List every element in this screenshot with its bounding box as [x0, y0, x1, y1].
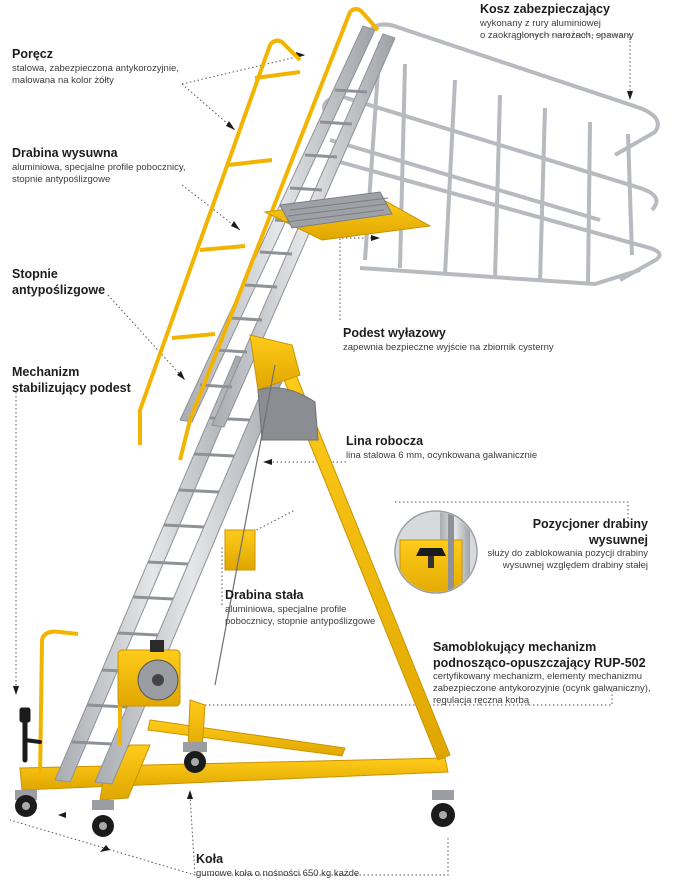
- callout-title: Lina robocza: [346, 434, 424, 448]
- callout-handrail: Poręcz stalowa, zabezpieczona antykorozy…: [12, 47, 212, 86]
- callout-desc-line: zabezpieczone antykorozyjnie (ocynk galw…: [433, 683, 651, 695]
- callout-extension-ladder: Drabina wysuwna aluminiowa, specjalne pr…: [12, 146, 212, 185]
- callout-desc-line: wysuwnej względem drabiny stałej: [502, 560, 648, 572]
- callout-desc-line: stalowa, zabezpieczona antykorozyjnie,: [12, 62, 179, 74]
- callout-title: Drabina stała: [225, 588, 304, 602]
- caster-wheel-icon: [15, 790, 37, 817]
- callout-title: Poręcz: [12, 47, 53, 61]
- callout-title: Koła: [196, 852, 224, 866]
- callout-cage: Kosz zabezpieczający wykonany z rury alu…: [480, 2, 660, 41]
- callout-desc-line: lina stalowa 6 mm, ocynkowana galwaniczn…: [346, 449, 538, 461]
- callout-positioner: Pozycjoner drabiny wysuwnej służy do zab…: [478, 517, 648, 572]
- leader-arrowheads: [13, 52, 633, 852]
- callout-wheels: Koła gumowe koła o nośności 650 kg każde: [196, 852, 416, 880]
- callout-title: Kosz zabezpieczający: [480, 2, 610, 16]
- lock-knob-icon: [416, 548, 446, 568]
- crank-handle-icon: [19, 707, 42, 763]
- frame-head: [224, 334, 319, 571]
- callout-desc-line: zapewnia bezpieczne wyjście na zbiornik …: [343, 341, 554, 353]
- callout-desc-line: malowana na kolor żółty: [12, 74, 114, 86]
- callout-title: Podest wyłazowy: [343, 326, 446, 340]
- callout-desc-line: wykonany z rury aluminiowej: [480, 17, 601, 29]
- caster-wheel-icon: [92, 800, 114, 837]
- handrail: [38, 7, 380, 781]
- callout-desc-line: pobocznicy, stopnie antypoślizgowe: [225, 615, 376, 627]
- leader-lines: [9, 34, 631, 876]
- callout-title: Stopnie: [12, 267, 58, 281]
- callout-fixed-ladder: Drabina stała aluminiowa, specjalne prof…: [225, 588, 395, 627]
- caster-wheel-icon: [431, 790, 455, 827]
- callout-title: Samoblokujący mechanizm: [433, 640, 597, 654]
- landing-platform: [263, 191, 432, 241]
- callout-steps: Stopnie antypoślizgowe: [12, 267, 162, 298]
- callout-working-rope: Lina robocza lina stalowa 6 mm, ocynkowa…: [346, 434, 566, 462]
- positioner-inset: [394, 510, 478, 594]
- winch-drum-icon: [117, 640, 181, 707]
- callout-desc-line: o zaokrąglonych narożach, spawany: [480, 29, 634, 41]
- callout-stabilizing-mechanism: Mechanizm stabilizujący podest: [12, 365, 162, 396]
- callout-desc-line: certyfikowany mechanizm, elementy mechan…: [433, 671, 643, 683]
- working-rope: [214, 364, 276, 686]
- callout-title: Drabina wysuwna: [12, 146, 118, 160]
- callout-desc-line: stopnie antypoślizgowe: [12, 173, 111, 185]
- callout-desc-line: regulacja ręczna korbą: [433, 695, 530, 706]
- callout-title: podnosząco-opuszczający RUP-502: [433, 655, 646, 670]
- callout-title: antypoślizgowe: [12, 282, 106, 297]
- callout-desc-line: aluminiowa, specjalne profile: [225, 603, 347, 615]
- base-frame: [19, 364, 451, 801]
- callout-lifting-mechanism: Samoblokujący mechanizm podnosząco-opusz…: [433, 640, 673, 707]
- callout-desc-line: służy do zablokowania pozycji drabiny: [487, 548, 648, 560]
- callout-desc-line: gumowe koła o nośności 650 kg każde: [196, 867, 360, 879]
- callout-title: Mechanizm: [12, 365, 80, 379]
- callout-desc-line: aluminiowa, specjalne profile pobocznicy…: [12, 161, 186, 173]
- caster-wheel-icon: [183, 742, 207, 773]
- callout-title: stabilizujący podest: [12, 380, 131, 395]
- callout-landing-platform: Podest wyłazowy zapewnia bezpieczne wyjś…: [343, 326, 583, 354]
- callout-title: Pozycjoner drabiny wysuwnej: [532, 517, 648, 547]
